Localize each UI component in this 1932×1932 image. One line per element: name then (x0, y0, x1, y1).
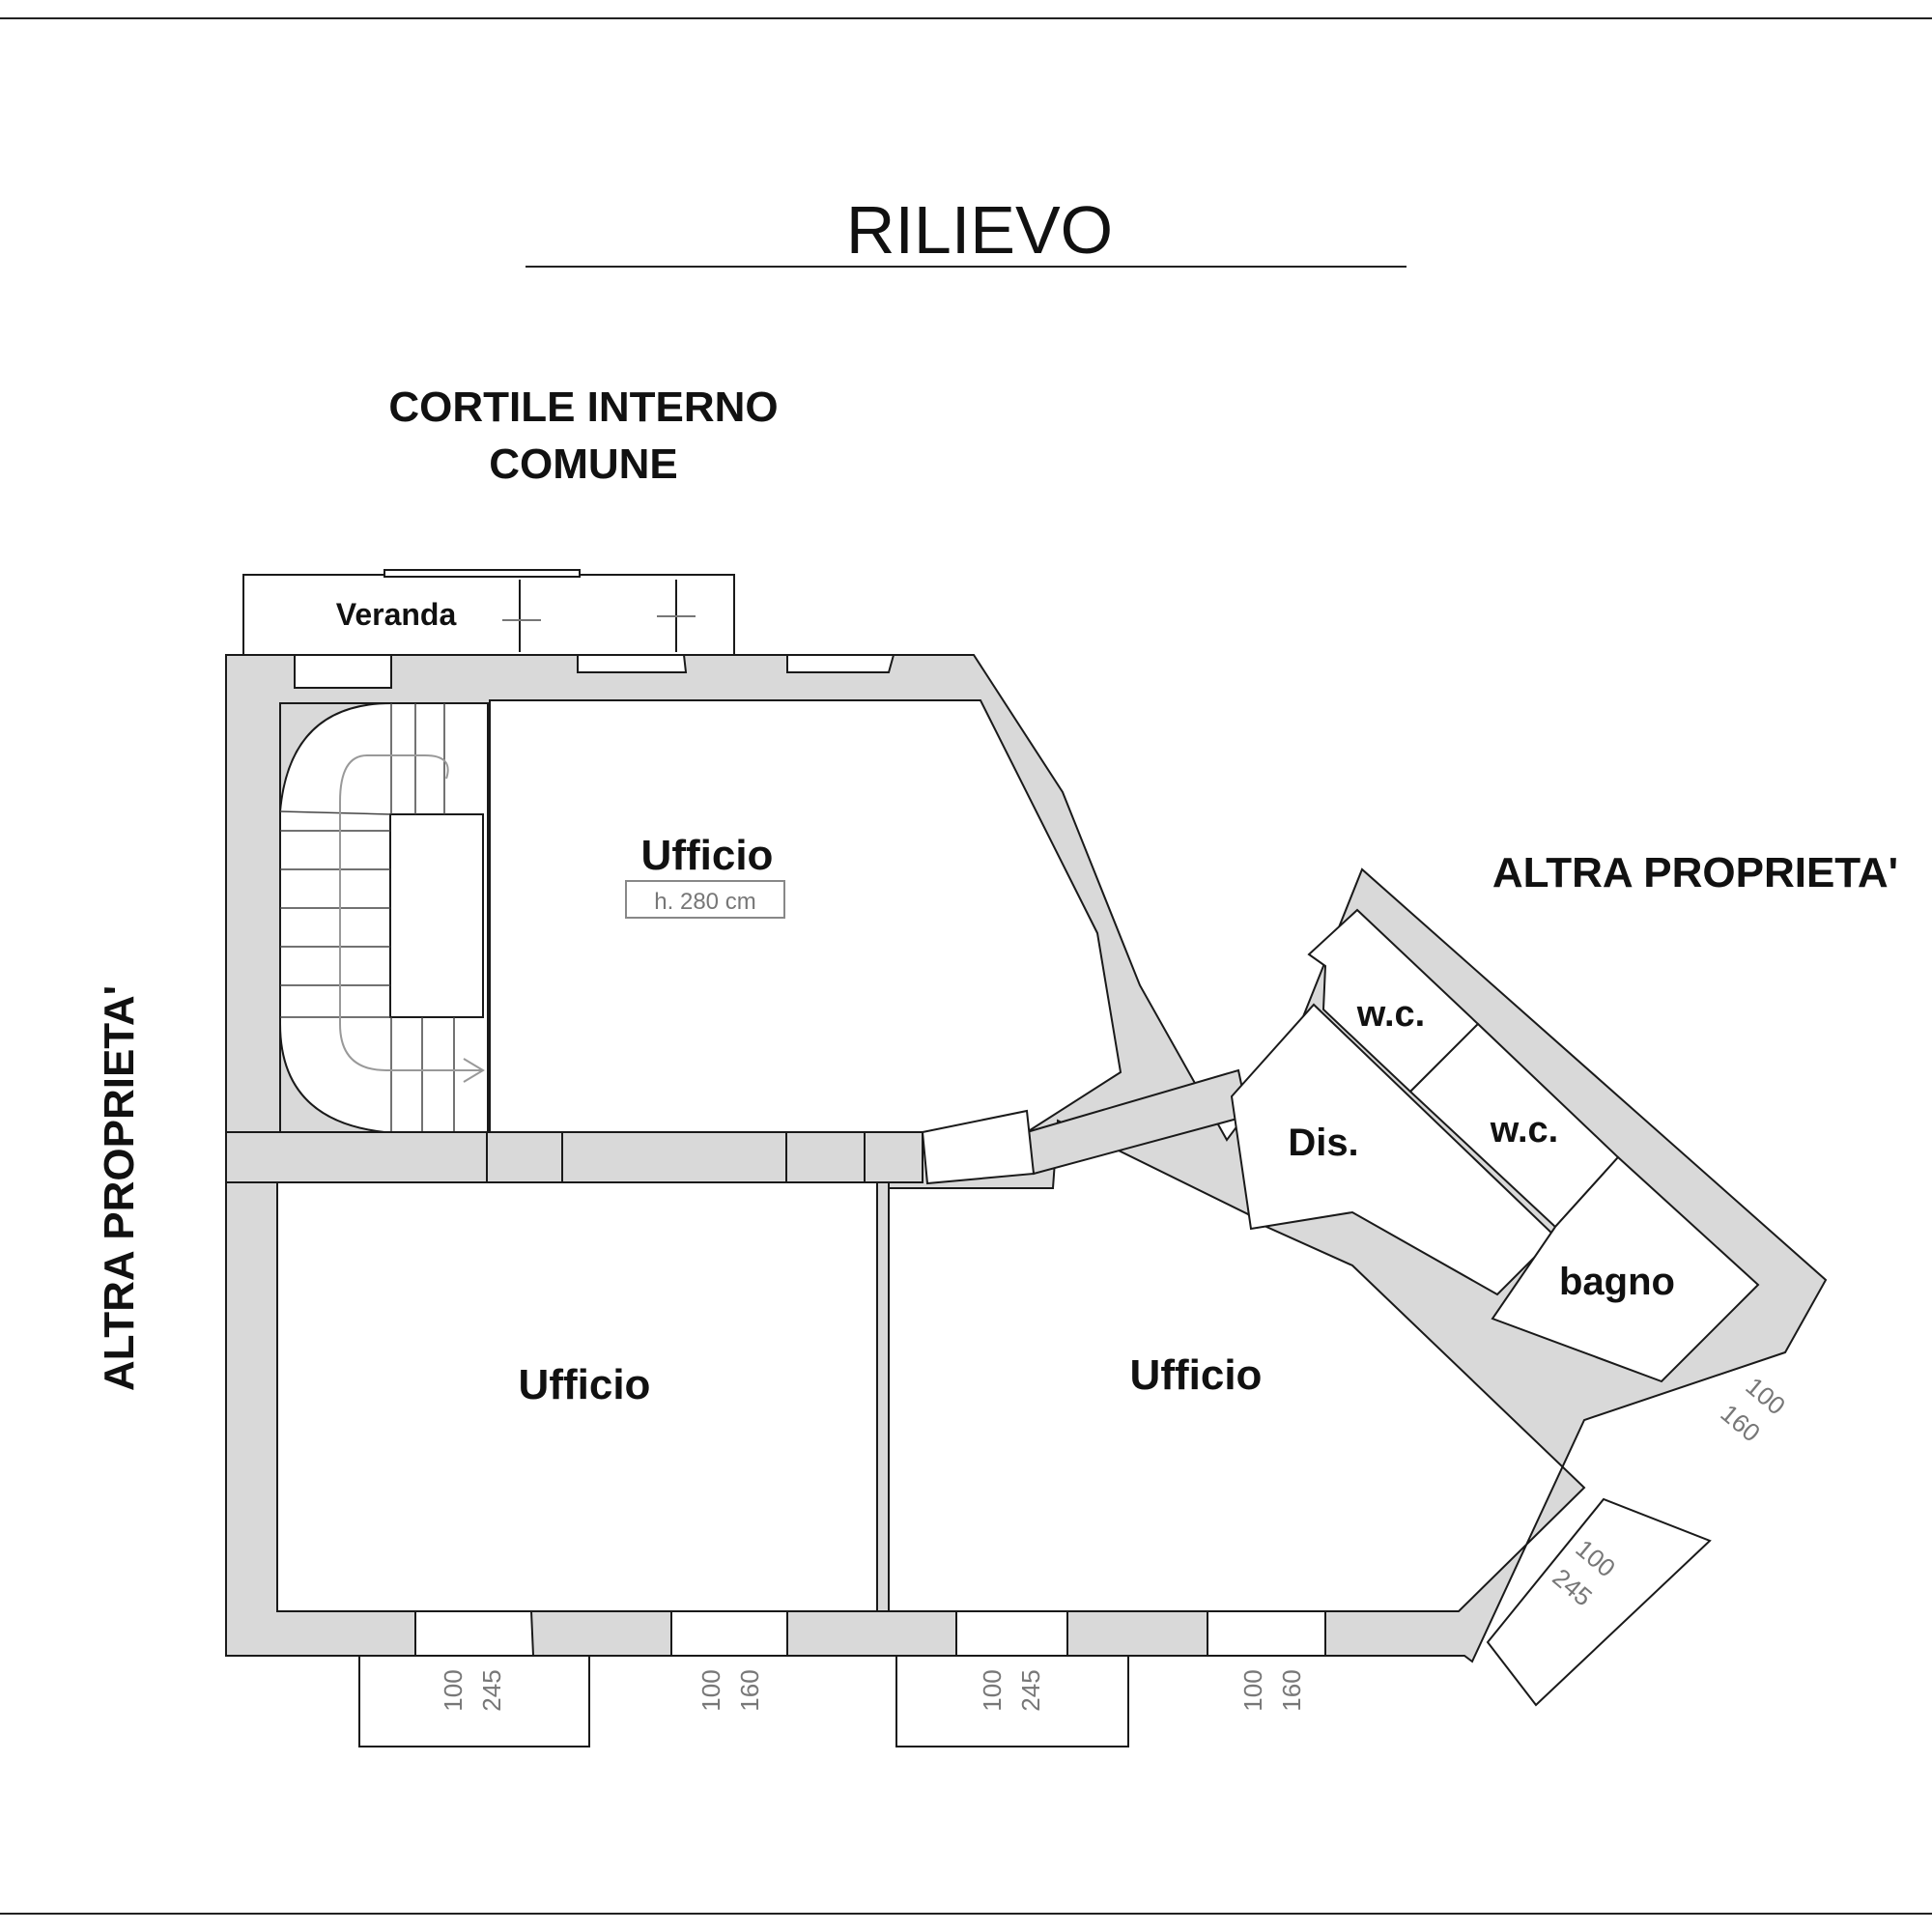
balcony-mid (895, 1655, 1129, 1747)
opening-bottom-1 (414, 1610, 535, 1657)
partition-top-right (864, 1131, 923, 1183)
wc-1-label: w.c. (1356, 994, 1425, 1035)
plan-title: RILIEVO (846, 192, 1113, 268)
stair-well (389, 813, 484, 1018)
window-1-height: 245 (477, 1669, 506, 1711)
openings (414, 654, 1326, 1657)
courtyard-label-line2: COMUNE (489, 440, 678, 488)
window-4-height: 160 (1277, 1669, 1306, 1711)
balconies (358, 1497, 1712, 1747)
window-2-width: 100 (696, 1669, 725, 1711)
window-2-height: 160 (735, 1669, 764, 1711)
corridor-room (1230, 1003, 1557, 1296)
office-top-label: Ufficio (641, 832, 774, 879)
stair-direction-arrow (339, 754, 483, 1071)
window-1-width: 100 (439, 1669, 468, 1711)
opening-mid (921, 1109, 1036, 1185)
balcony-right (1486, 1497, 1712, 1707)
veranda (242, 569, 735, 689)
window-3-height: 245 (1016, 1669, 1045, 1711)
stair-outline (279, 702, 489, 1133)
partition-top-left (225, 1131, 488, 1183)
bathroom-label: bagno (1559, 1261, 1675, 1303)
veranda-box (242, 574, 735, 656)
window-3-width: 100 (978, 1669, 1007, 1711)
partitions (225, 1068, 1250, 1612)
opening-bottom-4 (1207, 1610, 1326, 1657)
office-bottom-right-label: Ufficio (1130, 1351, 1263, 1399)
window-4-width: 100 (1238, 1669, 1267, 1711)
opening-top-1 (577, 654, 688, 673)
opening-bottom-2 (670, 1610, 788, 1657)
veranda-step (294, 654, 392, 689)
other-property-left-label: ALTRA PROPRIETA' (96, 985, 143, 1391)
partition-top-mid (561, 1131, 787, 1183)
right-wing (1230, 908, 1760, 1383)
wc-2-label: w.c. (1490, 1110, 1558, 1151)
office-top-height: h. 280 cm (654, 889, 755, 915)
staircase (279, 702, 489, 1133)
opening-top-2 (786, 654, 895, 673)
stair-arrow-head (463, 1058, 485, 1083)
veranda-label: Veranda (336, 597, 457, 632)
corridor-label: Dis. (1288, 1122, 1358, 1164)
courtyard-label-line1: CORTILE INTERNO (388, 384, 778, 431)
bathroom-room (1491, 1155, 1760, 1383)
office-bottom-left-label: Ufficio (519, 1361, 651, 1408)
other-property-right-label: ALTRA PROPRIETA' (1492, 849, 1898, 896)
height-tag-box (625, 880, 785, 919)
veranda-top-edge (384, 569, 581, 578)
balcony-left (358, 1655, 590, 1747)
opening-bottom-3 (955, 1610, 1068, 1657)
partition-vertical (876, 1181, 890, 1612)
